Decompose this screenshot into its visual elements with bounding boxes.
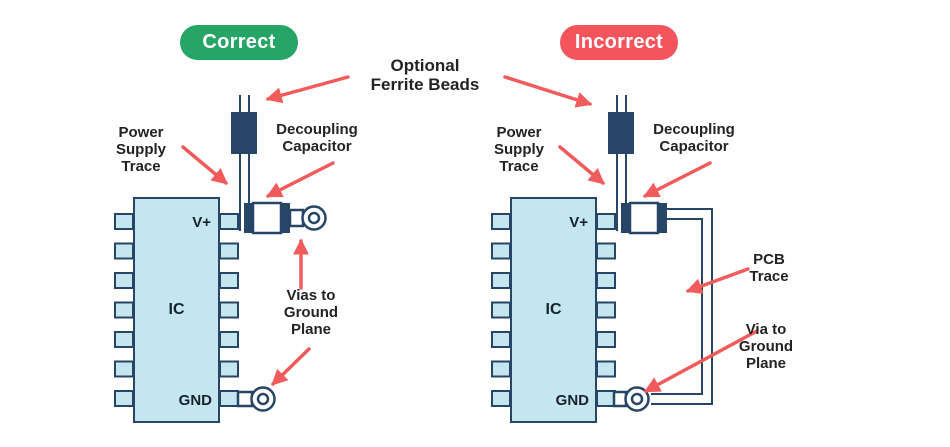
ic-pin [491, 331, 511, 348]
ic-pin [596, 360, 616, 378]
ic-pin [491, 213, 511, 230]
arrow-ferrite-left [265, 75, 350, 104]
ic-pin [491, 390, 511, 407]
decoupling-capacitor-right [621, 201, 667, 235]
pcb-trace-label: PCB Trace [749, 251, 789, 285]
pcb-trace-loop [651, 218, 703, 395]
ic-pin [114, 301, 134, 319]
ic-pin [219, 272, 239, 289]
gnd-pin-label: GND [178, 392, 212, 409]
decoupling-capacitor-left [244, 201, 290, 235]
decoupling-capacitor-label-right: Decoupling Capacitor [653, 121, 735, 155]
ic-pin [491, 301, 511, 319]
ferrite-bead-left [231, 112, 257, 154]
ic-pin [596, 331, 616, 348]
arrow-ferrite-right [503, 75, 593, 108]
via-pad [236, 390, 254, 408]
pcb-trace-loop [651, 208, 713, 405]
gnd-pin-label: GND [555, 392, 589, 409]
ic-chip-right: V+ IC GND [510, 197, 597, 423]
power-supply-trace-label-left: Power Supply Trace [115, 124, 166, 175]
ic-pin [596, 213, 616, 230]
ic-pin [219, 331, 239, 348]
arrow-capacitor-left [265, 161, 335, 198]
ic-name-label: IC [168, 301, 185, 318]
incorrect-badge: Incorrect [560, 25, 678, 60]
arrow-capacitor-right [642, 161, 712, 198]
ground-via-bottom-left [250, 386, 276, 412]
arrow-power-trace-left [181, 145, 228, 185]
ic-pin [114, 331, 134, 348]
ic-pin [114, 390, 134, 407]
ic-pins-left [114, 213, 239, 407]
ic-pin [219, 360, 239, 378]
ground-via-right [624, 386, 650, 412]
vias-to-ground-plane-label: Vias to Ground Plane [283, 287, 339, 338]
ferrite-beads-label: Optional Ferrite Beads [370, 56, 480, 94]
ic-name-label: IC [545, 301, 562, 318]
ic-chip-left: V+ IC GND [133, 197, 220, 423]
ic-pin [596, 272, 616, 289]
arrow-via-right [643, 329, 759, 393]
vplus-pin-label: V+ [569, 214, 588, 231]
vplus-pin-label: V+ [192, 214, 211, 231]
power-supply-trace-label-right: Power Supply Trace [493, 124, 544, 175]
via-pad [288, 208, 305, 228]
ic-pin [219, 390, 239, 407]
ground-via-top-left [301, 205, 327, 231]
decoupling-capacitor-label-left: Decoupling Capacitor [276, 121, 358, 155]
via-pad [612, 390, 628, 408]
ic-pin [114, 272, 134, 289]
via-to-ground-plane-label: Via to Ground Plane [738, 321, 794, 372]
ic-pin [491, 272, 511, 289]
ferrite-bead-right [608, 112, 634, 154]
ic-pin [219, 242, 239, 260]
ic-pin [596, 301, 616, 319]
ic-pin [596, 242, 616, 260]
ic-pin [491, 360, 511, 378]
correct-badge: Correct [180, 25, 298, 60]
ic-pin [114, 360, 134, 378]
arrow-power-trace-right [558, 145, 605, 185]
ic-pin [596, 390, 616, 407]
ic-pin [219, 213, 239, 230]
ic-pin [114, 242, 134, 260]
ic-pin [219, 301, 239, 319]
arrow-via-bottom-left [271, 347, 311, 386]
ic-pin [114, 213, 134, 230]
ic-pin [491, 242, 511, 260]
ic-pins-right [491, 213, 616, 407]
arrow-pcb-trace [685, 267, 750, 294]
